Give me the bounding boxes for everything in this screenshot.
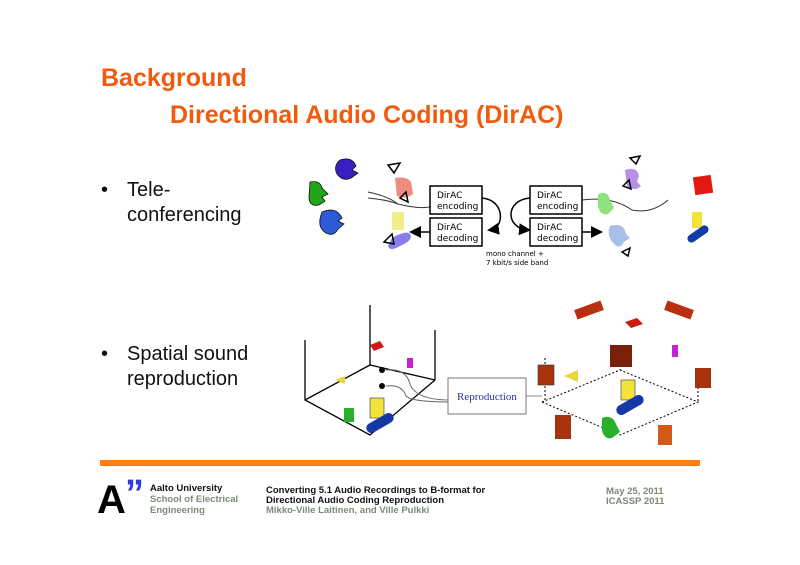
school-name-line1: School of Electrical bbox=[150, 494, 239, 505]
bullet-symbol: • bbox=[101, 179, 109, 201]
reproduction-box bbox=[447, 377, 527, 415]
talker-head-icon bbox=[319, 209, 345, 235]
loudspeaker-icon bbox=[695, 368, 711, 388]
violin-icon bbox=[370, 341, 384, 351]
teleconferencing-diagram: DirAC encoding DirAC decoding DirAC enco… bbox=[308, 154, 669, 267]
box-label: DirAC bbox=[537, 223, 562, 233]
channel-note: mono channel + bbox=[486, 250, 544, 258]
loudspeaker-icon bbox=[658, 425, 672, 445]
talker-head-icon bbox=[308, 181, 329, 206]
dirac-decoding-box-left bbox=[429, 217, 483, 247]
school-name-line2: Engineering bbox=[150, 505, 205, 516]
listener-head-icon bbox=[620, 379, 636, 401]
listener-body-icon bbox=[616, 395, 644, 415]
bullet-line: Tele- bbox=[127, 179, 171, 201]
loudspeaker-icon bbox=[574, 300, 604, 320]
aalto-logo-quote-icon: ” bbox=[125, 473, 144, 515]
bullet-symbol: • bbox=[101, 343, 109, 365]
instrument-icon bbox=[407, 358, 413, 368]
talk-title-line2: Directional Audio Coding Reproduction bbox=[266, 495, 445, 506]
footer-separator bbox=[100, 460, 700, 466]
box-label: encoding bbox=[537, 202, 578, 212]
speaker-icon bbox=[620, 246, 632, 258]
talker-icon bbox=[602, 416, 620, 439]
bullet-text: Spatial sound reproduction bbox=[127, 342, 248, 392]
authors: Mikko-Ville Laitinen, and Ville Pulkki bbox=[266, 505, 430, 516]
dirac-encoding-box-right bbox=[529, 185, 583, 215]
talk-title-line1: Converting 5.1 Audio Recordings to B-for… bbox=[266, 485, 486, 496]
speaker-icon bbox=[628, 154, 642, 166]
violin-icon bbox=[625, 318, 643, 328]
talker-head-icon bbox=[335, 158, 359, 180]
university-name: Aalto University bbox=[150, 483, 223, 494]
box-label: decoding bbox=[437, 234, 478, 244]
trumpet-icon bbox=[564, 370, 578, 382]
talker-head-icon bbox=[608, 225, 630, 247]
speaker-icon bbox=[382, 232, 395, 245]
reproduction-diagram: Reproduction bbox=[304, 300, 711, 445]
trumpet-icon bbox=[335, 376, 345, 384]
loudspeaker-icon bbox=[537, 364, 555, 386]
speaker-icon bbox=[386, 161, 402, 175]
channel-note: 7 kbit/s side band bbox=[486, 259, 548, 267]
reproduction-label: Reproduction bbox=[457, 391, 517, 403]
conference-name: ICASSP 2011 bbox=[606, 496, 665, 507]
bullet-text: Tele- conferencing bbox=[127, 178, 242, 228]
presentation-date: May 25, 2011 bbox=[606, 486, 664, 497]
microphone-icon bbox=[379, 383, 385, 389]
face-icon bbox=[395, 177, 413, 198]
loudspeaker-icon bbox=[664, 300, 694, 320]
speaker-icon bbox=[398, 190, 410, 204]
speaker-icon bbox=[621, 178, 633, 191]
bullet-line: reproduction bbox=[127, 368, 239, 390]
aalto-logo-letter: A bbox=[97, 478, 126, 522]
box-label: decoding bbox=[537, 234, 578, 244]
loudspeaker-icon bbox=[555, 415, 571, 439]
slide-title: Background bbox=[101, 64, 247, 92]
box-label: encoding bbox=[437, 202, 478, 212]
listener-body-icon bbox=[366, 413, 394, 433]
talker-icon bbox=[344, 408, 354, 422]
box-label: DirAC bbox=[537, 191, 562, 201]
talker-head-icon bbox=[625, 168, 641, 189]
red-face-icon bbox=[692, 174, 714, 196]
dirac-decoding-box-right bbox=[529, 217, 583, 247]
listener-body-icon bbox=[687, 225, 709, 243]
bullet-line: Spatial sound bbox=[127, 343, 249, 365]
bullet-line: conferencing bbox=[127, 204, 242, 226]
listener-body-icon bbox=[388, 232, 411, 249]
box-label: DirAC bbox=[437, 223, 462, 233]
remote-listener-figures bbox=[687, 174, 714, 243]
instrument-icon bbox=[672, 345, 678, 357]
box-label: DirAC bbox=[437, 191, 462, 201]
talker-head-icon bbox=[598, 192, 614, 215]
listener-head-icon bbox=[392, 212, 404, 230]
listener-head-icon bbox=[692, 212, 702, 228]
listener-head-icon bbox=[369, 397, 385, 419]
slide-subtitle: Directional Audio Coding (DirAC) bbox=[170, 101, 564, 129]
microphone-icon bbox=[379, 367, 385, 373]
dirac-encoding-box-left bbox=[429, 185, 483, 215]
loudspeaker-icon bbox=[610, 345, 632, 367]
